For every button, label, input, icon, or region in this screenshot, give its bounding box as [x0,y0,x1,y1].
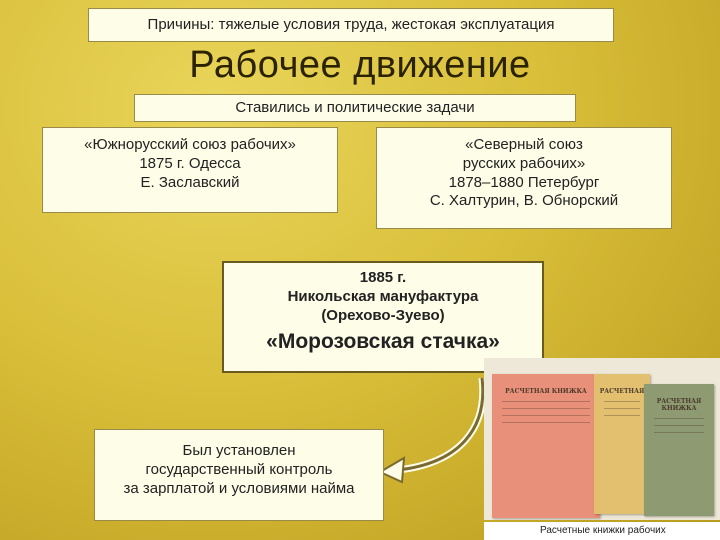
strike-place: (Орехово-Зуево) [321,306,445,324]
pay-book-yellow: РАСЧЕТНАЯ [594,374,650,514]
curved-arrow-icon [377,378,487,484]
north-union-date-place: 1878–1880 Петербург [448,173,600,191]
pay-book-red: РАСЧЕТНАЯ КНИЖКА [492,374,600,518]
pay-book-yellow-label: РАСЧЕТНАЯ [599,388,645,395]
north-union-box: «Северный союз русских рабочих» 1878–188… [376,127,672,229]
north-union-name-line2: русских рабочих» [462,154,586,172]
strike-name: «Морозовская стачка» [266,330,500,354]
state-control-box: Был установлен государственный контроль … [94,429,384,521]
south-union-leader: Е. Заславский [140,173,240,191]
north-union-name-line1: «Северный союз [465,136,583,153]
south-union-name: «Южнорусский союз рабочих» [84,136,296,153]
control-line2: государственный контроль [145,460,333,478]
morozov-strike-box: 1885 г. Никольская мануфактура (Орехово-… [222,261,544,373]
strike-year: 1885 г. [359,269,407,286]
south-union-date-place: 1875 г. Одесса [139,154,241,172]
control-line3: за зарплатой и условиями найма [123,479,355,497]
photo-caption: Расчетные книжки рабочих [484,522,720,540]
pay-books-photo: РАСЧЕТНАЯ КНИЖКА РАСЧЕТНАЯ РАСЧЕТНАЯ КНИ… [484,358,720,520]
north-union-leaders: С. Халтурин, В. Обнорский [429,192,619,210]
slide-title: Рабочее движение [189,44,531,86]
political-tasks-box: Ставились и политические задачи [134,94,576,122]
causes-text: Причины: тяжелые условия труда, жестокая… [147,16,555,33]
political-tasks-text: Ставились и политические задачи [235,99,475,116]
pay-book-green: РАСЧЕТНАЯ КНИЖКА [644,384,714,516]
causes-box: Причины: тяжелые условия труда, жестокая… [88,8,614,42]
south-union-box: «Южнорусский союз рабочих» 1875 г. Одесс… [42,127,338,213]
strike-factory: Никольская мануфактура [287,287,479,305]
pay-book-green-label: РАСЧЕТНАЯ КНИЖКА [656,398,702,412]
pay-book-red-label: РАСЧЕТНАЯ КНИЖКА [505,388,587,395]
control-line1: Был установлен [182,442,296,459]
